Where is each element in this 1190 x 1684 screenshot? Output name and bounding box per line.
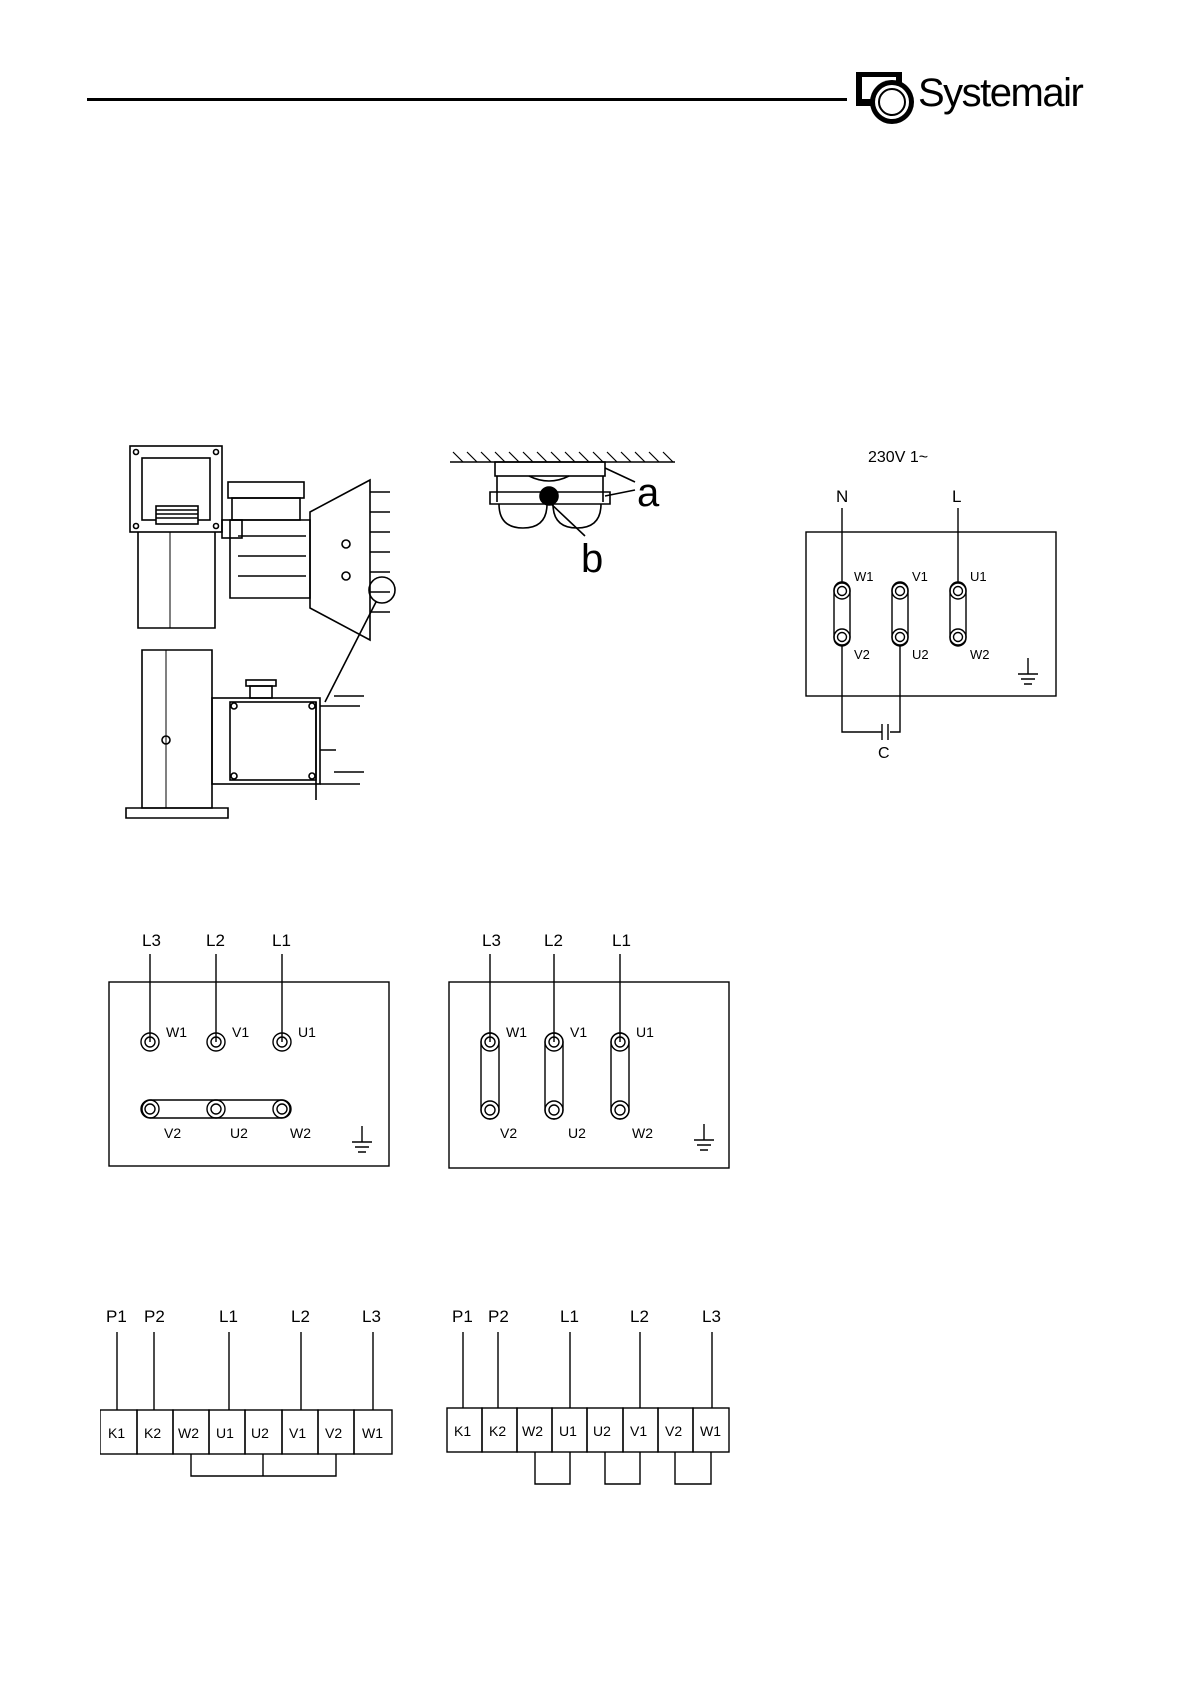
terminal-box xyxy=(806,532,1056,696)
terminal-strip-star: P1 P2 L1 L2 L3 K1 K2 W2 U1 U2 V1 V2 W1 xyxy=(100,1300,410,1480)
terminal-cell-label: V1 xyxy=(289,1425,306,1441)
terminal-studs xyxy=(834,583,966,645)
terminal-cell-label: W2 xyxy=(522,1423,543,1439)
delta-bridges xyxy=(481,1033,629,1119)
line-label-n: N xyxy=(836,487,848,506)
wire-label-l1: L1 xyxy=(560,1307,579,1326)
cable-clamp-diagram: a b xyxy=(445,440,725,600)
wire-label-l2: L2 xyxy=(630,1307,649,1326)
terminal-label: U1 xyxy=(970,569,987,584)
ground-icon xyxy=(1018,658,1038,684)
terminal-label: V1 xyxy=(232,1024,249,1040)
terminal-label: U1 xyxy=(298,1024,316,1040)
terminal-cell-label: V2 xyxy=(665,1423,682,1439)
systemair-logo: Systemair xyxy=(850,66,1095,128)
terminal-label: V1 xyxy=(570,1024,587,1040)
capacitor-label: C xyxy=(878,745,890,762)
terminal-studs xyxy=(481,1033,629,1119)
ground-icon xyxy=(352,1126,372,1152)
terminal-label: U2 xyxy=(230,1125,248,1141)
wire-label-p1: P1 xyxy=(106,1307,127,1326)
single-phase-diagram: 230V 1~ N L W1 V1 U1 V2 U2 W2 C xyxy=(800,440,1070,770)
terminal-box xyxy=(109,982,389,1166)
terminal-label: U1 xyxy=(636,1024,654,1040)
clamp-label-b: b xyxy=(581,537,603,581)
terminal-studs xyxy=(141,1033,291,1118)
terminal-cell-label: V1 xyxy=(630,1423,647,1439)
wire-label-p1: P1 xyxy=(452,1307,473,1326)
terminal-box xyxy=(449,982,729,1168)
terminal-cell-label: U2 xyxy=(251,1425,269,1441)
star-connection-diagram: L3 L2 L1 W1 V1 U1 V2 U2 W2 xyxy=(100,920,400,1170)
terminal-cell-label: K2 xyxy=(144,1425,161,1441)
terminal-cell-label: K1 xyxy=(108,1425,125,1441)
terminal-cell-label: K1 xyxy=(454,1423,471,1439)
star-bridge xyxy=(142,1100,290,1118)
terminal-label: W1 xyxy=(854,569,874,584)
terminal-cell-label: U2 xyxy=(593,1423,611,1439)
fan-drawing xyxy=(120,440,440,820)
wire-label-l2: L2 xyxy=(291,1307,310,1326)
terminal-label: V2 xyxy=(854,647,870,662)
fan-front-view xyxy=(126,650,364,818)
fan-side-view xyxy=(130,446,395,702)
clamp-label-a: a xyxy=(637,471,660,515)
line-label-l1: L1 xyxy=(272,931,291,950)
line-label-l2: L2 xyxy=(544,931,563,950)
terminal-label: W2 xyxy=(632,1125,653,1141)
terminal-label: W2 xyxy=(970,647,990,662)
terminal-cell-label: W2 xyxy=(178,1425,199,1441)
terminal-cell-label: V2 xyxy=(325,1425,342,1441)
line-label-l2: L2 xyxy=(206,931,225,950)
terminal-links xyxy=(834,582,966,646)
logo-mark-icon xyxy=(856,72,914,124)
line-label-l3: L3 xyxy=(142,931,161,950)
wire-label-l3: L3 xyxy=(702,1307,721,1326)
wire-label-p2: P2 xyxy=(488,1307,509,1326)
terminal-label: W1 xyxy=(166,1024,187,1040)
supply-label: 230V 1~ xyxy=(868,449,928,466)
terminal-label: W1 xyxy=(506,1024,527,1040)
wire-label-p2: P2 xyxy=(144,1307,165,1326)
line-label-l1: L1 xyxy=(612,931,631,950)
delta-bridges xyxy=(535,1452,711,1484)
line-label-l: L xyxy=(952,487,961,506)
terminal-cell-label: K2 xyxy=(489,1423,506,1439)
terminal-cell-label: U1 xyxy=(559,1423,577,1439)
terminal-label: V2 xyxy=(500,1125,517,1141)
terminal-cell-label: U1 xyxy=(216,1425,234,1441)
star-bridge xyxy=(191,1454,336,1476)
wire-label-l1: L1 xyxy=(219,1307,238,1326)
terminal-label: U2 xyxy=(568,1125,586,1141)
ground-icon xyxy=(694,1124,714,1150)
terminal-strip-delta: P1 P2 L1 L2 L3 K1 K2 W2 U1 U2 V1 V2 W1 xyxy=(440,1300,750,1500)
terminal-label: U2 xyxy=(912,647,929,662)
header-rule xyxy=(87,98,847,101)
terminal-cell-label: W1 xyxy=(362,1425,383,1441)
terminal-cell-label: W1 xyxy=(700,1423,721,1439)
brand-name: Systemair xyxy=(918,71,1083,115)
terminal-label: W2 xyxy=(290,1125,311,1141)
terminal-label: V1 xyxy=(912,569,928,584)
delta-connection-diagram: L3 L2 L1 W1 V1 U1 V2 U2 W2 xyxy=(440,920,740,1170)
wire-label-l3: L3 xyxy=(362,1307,381,1326)
line-label-l3: L3 xyxy=(482,931,501,950)
terminal-label: V2 xyxy=(164,1125,181,1141)
